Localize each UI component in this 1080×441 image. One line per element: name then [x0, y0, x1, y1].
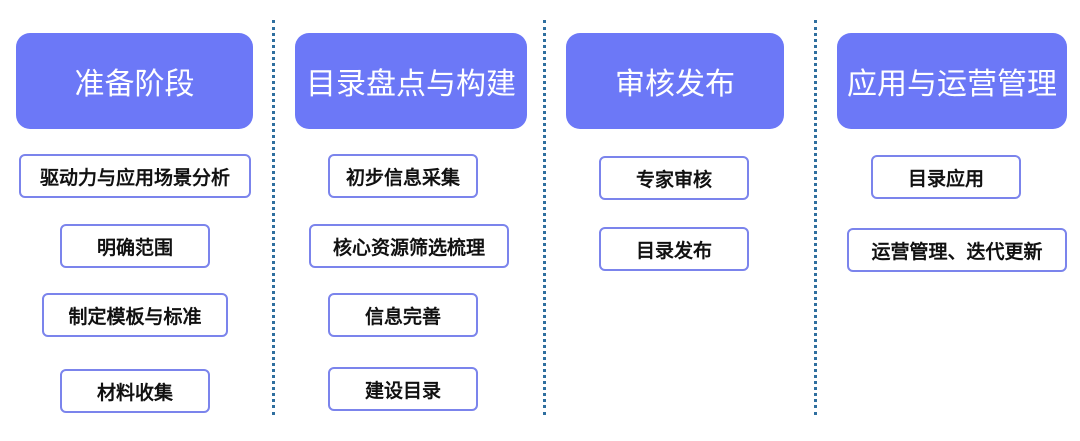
phase-header-inventory-build: 目录盘点与构建	[295, 33, 527, 129]
step-operations-iteration: 运营管理、迭代更新	[847, 228, 1067, 272]
divider-3	[814, 20, 817, 415]
divider-2	[543, 20, 546, 415]
step-catalog-application: 目录应用	[871, 155, 1021, 199]
phase-header-review-publish: 审核发布	[566, 33, 784, 129]
step-initial-collection: 初步信息采集	[328, 154, 478, 198]
step-driver-scenario-analysis: 驱动力与应用场景分析	[19, 154, 251, 198]
step-build-catalog: 建设目录	[328, 367, 478, 411]
step-templates-standards: 制定模板与标准	[42, 293, 228, 337]
phase-header-preparation: 准备阶段	[16, 33, 253, 129]
step-define-scope: 明确范围	[60, 224, 210, 268]
step-material-collection: 材料收集	[60, 369, 210, 413]
divider-1	[272, 20, 275, 415]
phase-header-application-operations: 应用与运营管理	[837, 33, 1067, 129]
step-expert-review: 专家审核	[599, 156, 749, 200]
step-info-completion: 信息完善	[328, 293, 478, 337]
step-core-resource-screening: 核心资源筛选梳理	[309, 224, 509, 268]
step-catalog-publish: 目录发布	[599, 227, 749, 271]
